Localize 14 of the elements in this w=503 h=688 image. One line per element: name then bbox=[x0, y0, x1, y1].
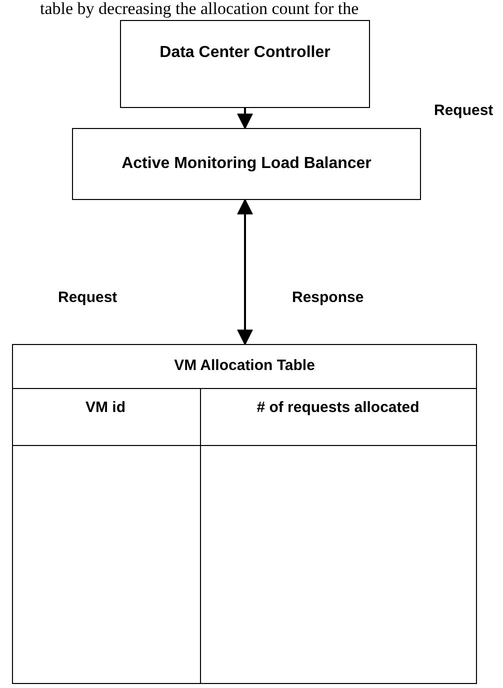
box-label: Data Center Controller bbox=[160, 43, 330, 63]
box-label: Active Monitoring Load Balancer bbox=[122, 154, 372, 174]
arrow bbox=[237, 198, 253, 346]
table bbox=[12, 344, 477, 684]
page-text: table by decreasing the allocation count for the bbox=[40, 0, 360, 17]
arrow bbox=[237, 108, 253, 130]
table-title: VM Allocation Table bbox=[174, 356, 315, 376]
flow-text: Request bbox=[58, 288, 118, 308]
table-header-cell-text: VM id bbox=[84, 398, 126, 418]
flow-text: Response bbox=[292, 288, 365, 308]
process-box bbox=[120, 20, 370, 108]
flow-text: Request bbox=[434, 101, 494, 121]
table-header-cell-text: # of requests allocated bbox=[256, 398, 420, 418]
process-box bbox=[72, 128, 421, 200]
